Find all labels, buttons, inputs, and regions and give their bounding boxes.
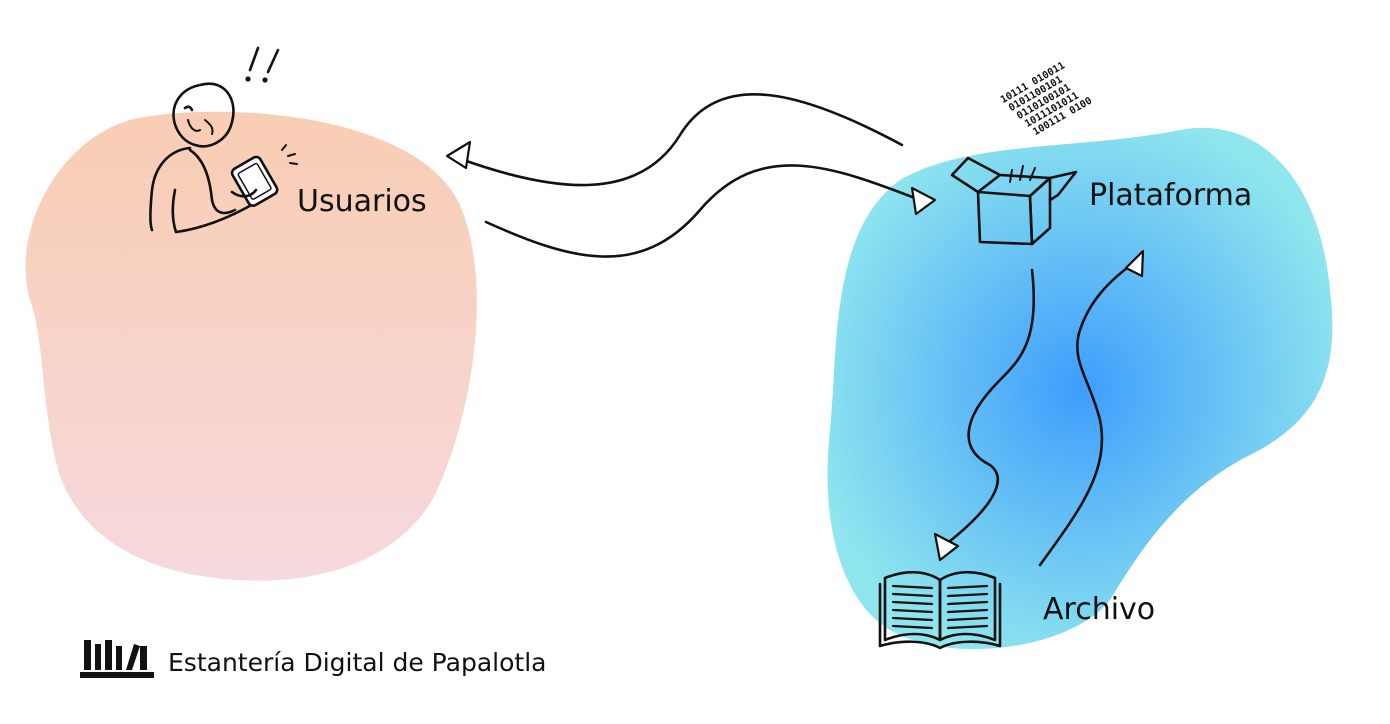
open-box-with-binary-icon: 10111 0100110101100101011010010110111010… [950,60,1094,246]
brand-name: Estantería Digital de Papalotla [168,648,546,677]
arrowhead-to-plataforma [910,186,937,216]
person-with-phone-icon [149,46,298,234]
plataforma-region [827,127,1333,650]
arrowhead-to-archivo [933,532,960,562]
edge-plataforma-to-archivo [943,268,1036,547]
plataforma-label: Plataforma [1089,178,1252,213]
usuarios-label: Usuarios [297,184,427,219]
bookshelf-logo-icon [80,640,154,678]
usuarios-region [25,111,477,581]
open-book-icon [878,570,1002,650]
archivo-label: Archivo [1043,592,1155,627]
edge-archivo-to-plataforma [1038,260,1137,567]
arrowhead-to-plataforma-from-archivo [1124,249,1145,278]
double-exclamation-icon [245,46,280,83]
arrowhead-to-usuarios [445,140,472,170]
edge-plataforma-to-usuarios [456,93,904,187]
edge-usuarios-to-plataforma [484,164,922,258]
